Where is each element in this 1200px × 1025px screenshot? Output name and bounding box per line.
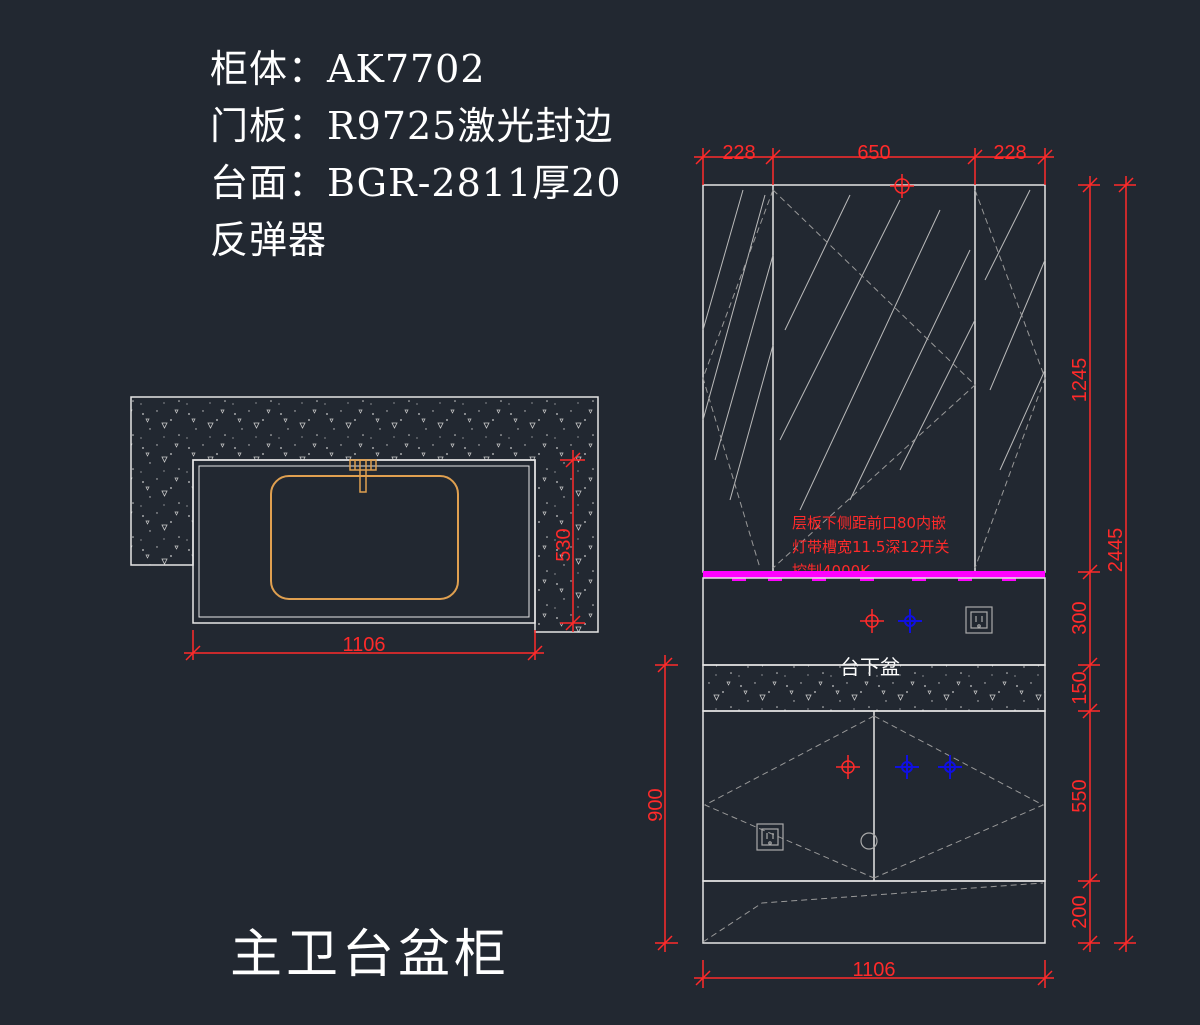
total-height-dimension <box>1114 176 1136 952</box>
undermount-basin <box>270 475 459 600</box>
right-dim-plinth: 200 <box>1069 895 1091 928</box>
cold-water-outlet-icon <box>898 609 922 633</box>
cold-water-inlet-icon <box>895 755 919 779</box>
cabinet-socket-icon <box>756 823 784 851</box>
drawing-title: 主卫台盆柜 <box>230 925 511 985</box>
led-note-line-1: 层板下侧距前口80内嵌 <box>792 514 946 532</box>
mirror-swing-lines <box>702 189 1046 569</box>
mirror-hatching <box>702 189 1046 511</box>
right-dim-cabinet: 550 <box>1069 779 1091 812</box>
plan-width-label: 1106 <box>342 634 385 656</box>
elevation-view: 层板下侧距前口80内嵌 灯带槽宽11.5深12开关 控制4000K 台下盆 <box>645 142 1136 988</box>
counter-height-dimension <box>655 655 678 952</box>
door-swing-lines <box>703 715 1045 879</box>
right-dim-mirror: 1245 <box>1069 358 1091 403</box>
mirror-light-point-icon <box>890 174 914 198</box>
bottom-width-dimension <box>694 960 1054 988</box>
spec-cabinet: 柜体：AK7702 <box>210 47 486 91</box>
top-dimensions <box>694 148 1054 185</box>
right-dim-backsplash: 300 <box>1069 601 1091 634</box>
led-strip <box>703 571 1045 578</box>
counter-height-label: 900 <box>645 788 667 821</box>
spec-countertop: 台面：BGR-2811厚20 <box>210 161 622 205</box>
plan-width-dimension <box>184 630 544 661</box>
right-dim-countertop: 150 <box>1069 671 1091 704</box>
plinth-zone <box>702 880 1046 944</box>
top-dim-left: 228 <box>722 142 755 164</box>
top-dim-right: 228 <box>993 142 1026 164</box>
wall-socket-icon <box>965 606 993 634</box>
hot-water-inlet-icon <box>836 755 860 779</box>
right-segment-dimensions <box>1078 176 1100 952</box>
bottom-width-label: 1106 <box>852 959 895 981</box>
spec-rebounder: 反弹器 <box>210 218 328 262</box>
plan-view: 1106 530 <box>130 396 599 661</box>
top-dim-center: 650 <box>857 142 890 164</box>
countertop-front <box>702 664 1046 712</box>
drain-icon <box>860 832 878 850</box>
cold-water-inlet-2-icon <box>938 755 962 779</box>
faucet-icon <box>349 459 377 493</box>
plan-depth-dimension <box>560 450 585 632</box>
countertop-outline <box>130 396 599 633</box>
led-note-line-2: 灯带槽宽11.5深12开关 <box>792 538 950 556</box>
plan-depth-label: 530 <box>553 528 575 561</box>
total-height-label: 2445 <box>1105 528 1127 573</box>
spec-door-panel: 门板：R9725激光封边 <box>210 104 614 148</box>
hot-water-outlet-icon <box>860 609 884 633</box>
